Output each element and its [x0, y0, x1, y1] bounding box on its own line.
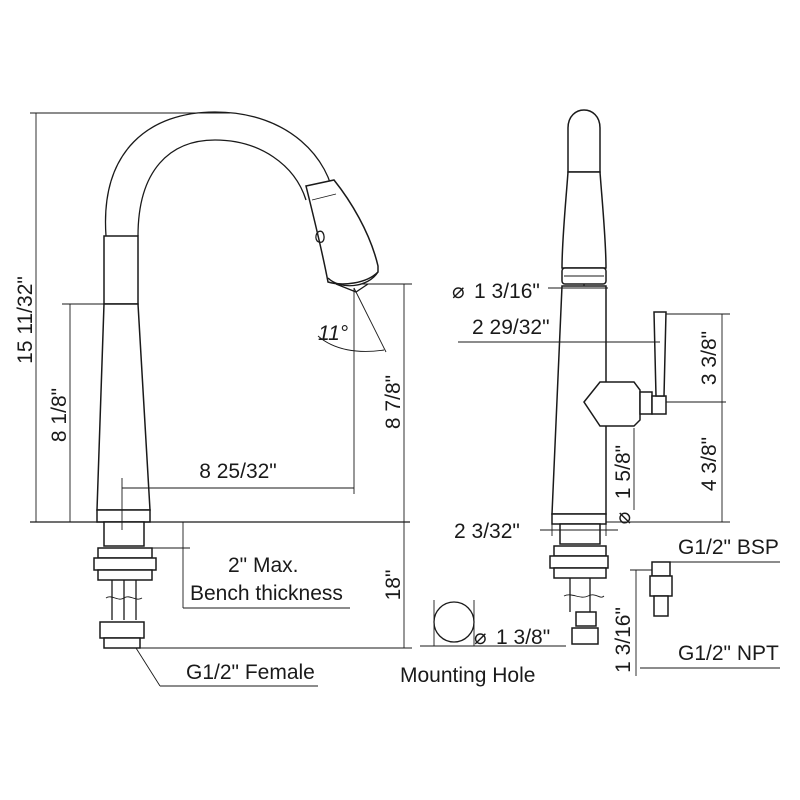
dim-handle-height-text: 3 3/8" [698, 331, 721, 385]
front-handle-stem [651, 395, 667, 415]
adapter-thread [653, 595, 669, 617]
npt-text: G1/2" NPT [678, 642, 779, 665]
faucet-base [96, 509, 151, 523]
spray-nozzle [315, 230, 325, 243]
hole-dia-text: 1 3/8" [496, 626, 550, 649]
bench-max-text: 2" Max. [228, 554, 298, 577]
front-neck [561, 171, 607, 269]
front-base [551, 513, 607, 525]
front-view: ⌀ 1 3/16" 2 29/32" 3 3/8" 4 3/8" 1 5/8" … [452, 109, 730, 645]
front-mounting-hardware [549, 523, 609, 645]
spout-inner [137, 139, 307, 237]
dim-handle-base-height-text: 4 3/8" [698, 437, 721, 491]
dim-handle-reach-text: 2 29/32" [472, 316, 550, 339]
dim-body-dia-symbol: ⌀ [612, 512, 635, 525]
dim-base-dia-text: 2 3/32" [454, 520, 520, 543]
mounting-hole-circle [433, 601, 475, 643]
front-handle-cap [639, 391, 653, 415]
hole-dia-symbol: ⌀ [474, 626, 487, 649]
dim-spray-dia-symbol: ⌀ [452, 280, 465, 303]
dim-spout-height-text: 8 7/8" [382, 375, 405, 429]
side-view: 15 11/32" 8 1/8" 8 7/8" 8 25/32" 11° 2" … [14, 111, 412, 687]
mounting-hardware [93, 521, 157, 649]
dim-hose-length-text: 18" [382, 570, 405, 601]
spray-head [305, 179, 379, 285]
spray-head-seam [311, 193, 337, 201]
adapter-top [651, 561, 671, 577]
mounting-hole-label: Mounting Hole [400, 664, 535, 687]
angle-arc [317, 335, 385, 352]
dim-adapter-length-text: 1 3/16" [612, 607, 635, 673]
dim-overall-height-text: 15 11/32" [14, 276, 37, 364]
spout-outer [104, 111, 335, 237]
dim-spout-reach-text: 8 25/32" [199, 460, 277, 483]
front-handle-lever [653, 311, 667, 397]
angle-text: 11° [318, 322, 348, 345]
adapter-detail: G1/2" BSP G1/2" NPT 1 3/16" [612, 536, 780, 676]
dim-body-dia-text: 1 5/8" [612, 445, 635, 499]
mounting-hole-detail: ⌀ 1 3/8" Mounting Hole [400, 600, 566, 687]
dim-body-height-text: 8 1/8" [48, 388, 71, 442]
front-spray-head [567, 109, 601, 173]
dim-spray-dia-text: 1 3/16" [474, 280, 540, 303]
spout-collar [103, 235, 139, 305]
bsp-text: G1/2" BSP [678, 536, 779, 559]
bench-thickness-text: Bench thickness [190, 582, 343, 605]
adapter-hex [649, 575, 673, 597]
connection-text: G1/2" Female [186, 661, 315, 684]
faucet-body [96, 303, 151, 511]
